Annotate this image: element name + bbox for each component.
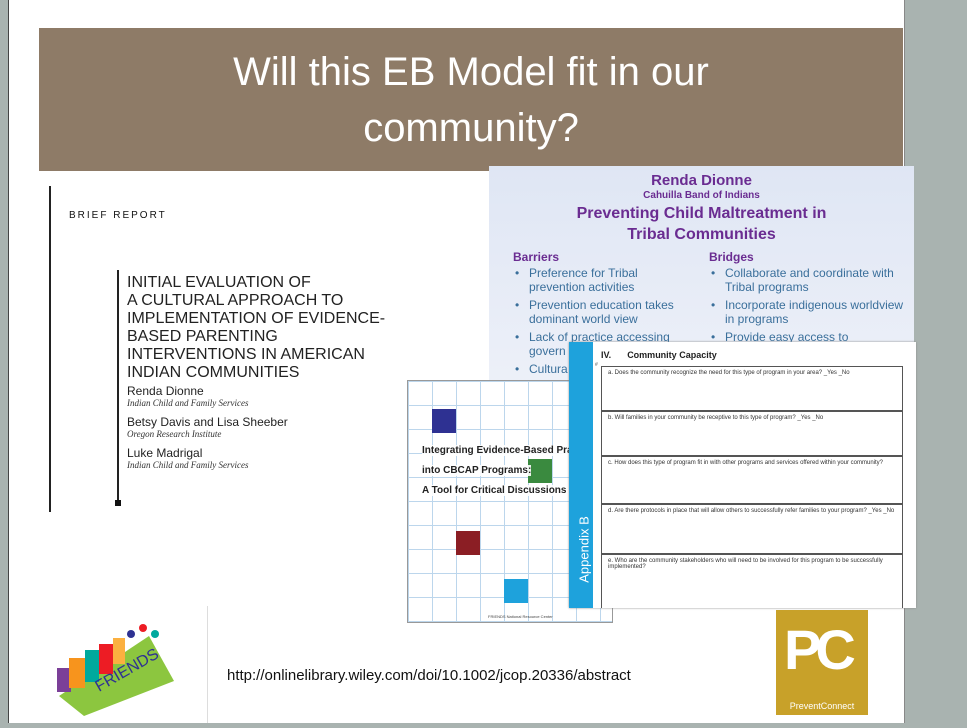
barrier-item: Lack of practice accessing govern xyxy=(513,330,691,358)
barrier-item: Cultura xyxy=(513,362,691,376)
renda-title-line-1: Preventing Child Maltreatment in xyxy=(576,205,827,222)
pc-letters: PC xyxy=(784,618,856,681)
barrier-item: Prevention education takes dominant worl… xyxy=(513,298,691,326)
author: Betsy Davis and Lisa Sheeber Oregon Rese… xyxy=(127,415,407,439)
page-marker: # xyxy=(595,362,598,368)
author-affiliation: Indian Child and Family Services xyxy=(127,460,249,470)
color-square-green xyxy=(528,459,552,483)
color-square-red xyxy=(456,531,480,555)
author-affiliation: Oregon Research Institute xyxy=(127,429,222,439)
heading-line: BASED PARENTING xyxy=(127,328,278,345)
slide-title: Will this EB Model fit in our community? xyxy=(39,28,903,171)
section-title: Community Capacity xyxy=(627,350,717,360)
cbcap-footer: FRIENDS National Resource Center xyxy=(488,614,553,619)
preventconnect-logo: PC PreventConnect xyxy=(776,610,868,715)
slide: Will this EB Model fit in our community?… xyxy=(8,0,916,723)
barriers-heading: Barriers xyxy=(513,250,560,264)
renda-title: Preventing Child Maltreatment in Tribal … xyxy=(489,203,914,245)
bridge-item: Provide easy access to xyxy=(709,330,909,344)
bridges-column: Bridges Collaborate and coordinate with … xyxy=(709,250,909,348)
author-name: Luke Madrigal xyxy=(127,446,203,460)
brief-left-rule xyxy=(49,186,51,512)
cbcap-title-line-1: Integrating Evidence-Based Practic xyxy=(422,445,590,456)
friends-logo-graphic: FRIENDS xyxy=(57,624,174,716)
renda-name: Renda Dionne xyxy=(651,172,752,189)
author: Luke Madrigal Indian Child and Family Se… xyxy=(127,446,407,470)
question-box: e. Who are the community stakeholders wh… xyxy=(601,554,903,608)
heading-line: INDIAN COMMUNITIES xyxy=(127,364,300,381)
question-box: b. Will families in your community be re… xyxy=(601,411,903,456)
appendix-side-bar: Appendix B xyxy=(569,342,593,608)
brief-report-heading: INITIAL EVALUATION OF A CULTURAL APPROAC… xyxy=(127,274,417,382)
question-box: c. How does this type of program fit in … xyxy=(601,456,903,504)
color-square-cyan xyxy=(504,579,528,603)
cbcap-title-line-2: into CBCAP Programs: xyxy=(422,465,532,476)
bridges-heading: Bridges xyxy=(709,250,754,264)
bridge-item: Collaborate and coordinate with Tribal p… xyxy=(709,266,909,294)
heading-line: INITIAL EVALUATION OF xyxy=(127,274,311,291)
brief-report-image: BRIEF REPORT INITIAL EVALUATION OF A CUL… xyxy=(47,186,407,512)
brief-inner-rule xyxy=(117,270,119,505)
section-number: IV. xyxy=(601,350,612,360)
question-box: a. Does the community recognize the need… xyxy=(601,366,903,411)
title-line-2: community? xyxy=(363,106,579,150)
renda-title-line-2: Tribal Communities xyxy=(627,226,776,243)
author: Renda Dionne Indian Child and Family Ser… xyxy=(127,384,407,408)
cbcap-title-line-3: A Tool for Critical Discussions xyxy=(422,485,567,496)
capacity-heading: IV. Community Capacity xyxy=(601,350,717,360)
barrier-item: Preference for Tribal prevention activit… xyxy=(513,266,691,294)
barriers-column: Barriers Preference for Tribal preventio… xyxy=(513,250,691,380)
title-line-1: Will this EB Model fit in our xyxy=(233,50,709,94)
heading-line: INTERVENTIONS IN AMERICAN xyxy=(127,346,365,363)
brief-authors: Renda Dionne Indian Child and Family Ser… xyxy=(127,384,407,477)
renda-tribe: Cahuilla Band of Indians xyxy=(643,190,760,201)
question-box: d. Are there protocols in place that wil… xyxy=(601,504,903,554)
community-capacity-page: Appendix B # IV. Community Capacity a. Do… xyxy=(569,342,916,608)
author-name: Betsy Davis and Lisa Sheeber xyxy=(127,415,288,429)
appendix-label: Appendix B xyxy=(576,516,592,583)
heading-line: IMPLEMENTATION OF EVIDENCE- xyxy=(127,310,386,327)
pc-label: PreventConnect xyxy=(789,701,855,711)
author-name: Renda Dionne xyxy=(127,384,204,398)
author-affiliation: Indian Child and Family Services xyxy=(127,398,249,408)
bridge-item: Incorporate indigenous worldview in prog… xyxy=(709,298,909,326)
brief-rule-end xyxy=(115,500,121,506)
friends-logo: FRIENDS xyxy=(39,606,208,723)
brief-report-tag: BRIEF REPORT xyxy=(69,210,167,221)
article-url[interactable]: http://onlinelibrary.wiley.com/doi/10.10… xyxy=(227,667,631,684)
heading-line: A CULTURAL APPROACH TO xyxy=(127,292,344,309)
color-square-blue xyxy=(432,409,456,433)
